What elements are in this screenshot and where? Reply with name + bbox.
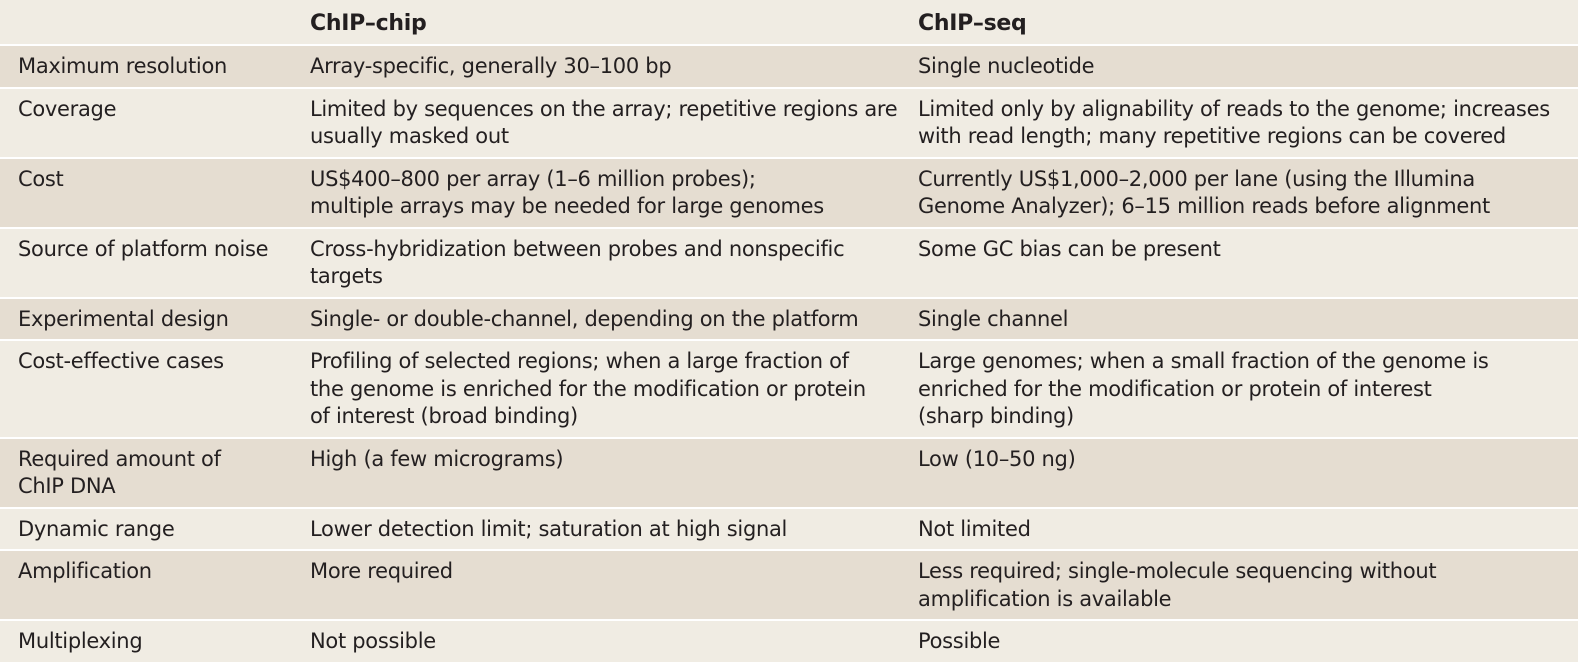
header-feature-cell xyxy=(0,0,310,44)
chip-seq-cell: Currently US$1,000–2,000 per lane (using… xyxy=(918,166,1490,219)
table-row: Required amount of ChIP DNA High (a few … xyxy=(0,438,1578,509)
row-label: Required amount of ChIP DNA xyxy=(18,446,221,499)
chip-chip-cell: High (a few micrograms) xyxy=(310,446,564,471)
table-row: Amplification More required Less require… xyxy=(0,551,1578,621)
row-label: Cost-effective cases xyxy=(18,349,224,373)
row-label: Experimental design xyxy=(18,306,229,331)
chip-seq-cell: Single nucleotide xyxy=(918,54,1095,78)
chip-seq-cell: Some GC bias can be present xyxy=(918,236,1221,261)
table-row: Dynamic range Lower detection limit; sat… xyxy=(0,508,1578,551)
row-label: Source of platform noise xyxy=(18,236,269,261)
chip-chip-cell: Array-specific, generally 30–100 bp xyxy=(310,54,672,78)
chip-chip-cell: Cross-hybridization between probes and n… xyxy=(310,236,845,289)
chip-chip-cell: US$400–800 per array (1–6 million probes… xyxy=(310,166,824,219)
row-label: Dynamic range xyxy=(18,516,175,541)
chip-seq-cell: Limited only by alignability of reads to… xyxy=(918,96,1550,149)
chip-seq-cell: Single channel xyxy=(918,306,1069,331)
table-row: Source of platform noise Cross-hybridiza… xyxy=(0,228,1578,299)
table-row: Maximum resolution Array-specific, gener… xyxy=(0,46,1578,89)
chip-chip-cell: Lower detection limit; saturation at hig… xyxy=(310,516,788,541)
header-chip-chip: ChIP–chip xyxy=(310,11,427,36)
header-chip-seq: ChIP–seq xyxy=(918,11,1027,36)
table-header-row: ChIP–chip ChIP–seq xyxy=(0,0,1578,46)
chip-chip-cell: Not possible xyxy=(310,629,436,653)
row-label: Multiplexing xyxy=(18,629,143,653)
chip-chip-cell: Single- or double-channel, depending on … xyxy=(310,306,859,331)
row-label: Cost xyxy=(18,166,64,191)
chip-seq-cell: Large genomes; when a small fraction of … xyxy=(918,349,1489,428)
chip-seq-cell: Low (10–50 ng) xyxy=(918,446,1076,471)
chip-chip-cell: More required xyxy=(310,559,453,583)
table-row: Experimental design Single- or double-ch… xyxy=(0,298,1578,341)
row-label: Amplification xyxy=(18,559,152,583)
chip-seq-cell: Less required; single-molecule sequencin… xyxy=(918,559,1437,611)
chip-chip-cell: Profiling of selected regions; when a la… xyxy=(310,349,866,428)
chip-seq-cell: Possible xyxy=(918,629,1001,653)
row-label: Coverage xyxy=(18,96,117,121)
table-row: Multiplexing Not possible Possible xyxy=(0,621,1578,664)
row-label: Maximum resolution xyxy=(18,54,227,78)
table-row: Coverage Limited by sequences on the arr… xyxy=(0,88,1578,159)
table-row: Cost-effective cases Profiling of select… xyxy=(0,341,1578,439)
chip-chip-cell: Limited by sequences on the array; repet… xyxy=(310,96,898,149)
chip-seq-cell: Not limited xyxy=(918,516,1031,541)
table-row: Cost US$400–800 per array (1–6 million p… xyxy=(0,158,1578,229)
